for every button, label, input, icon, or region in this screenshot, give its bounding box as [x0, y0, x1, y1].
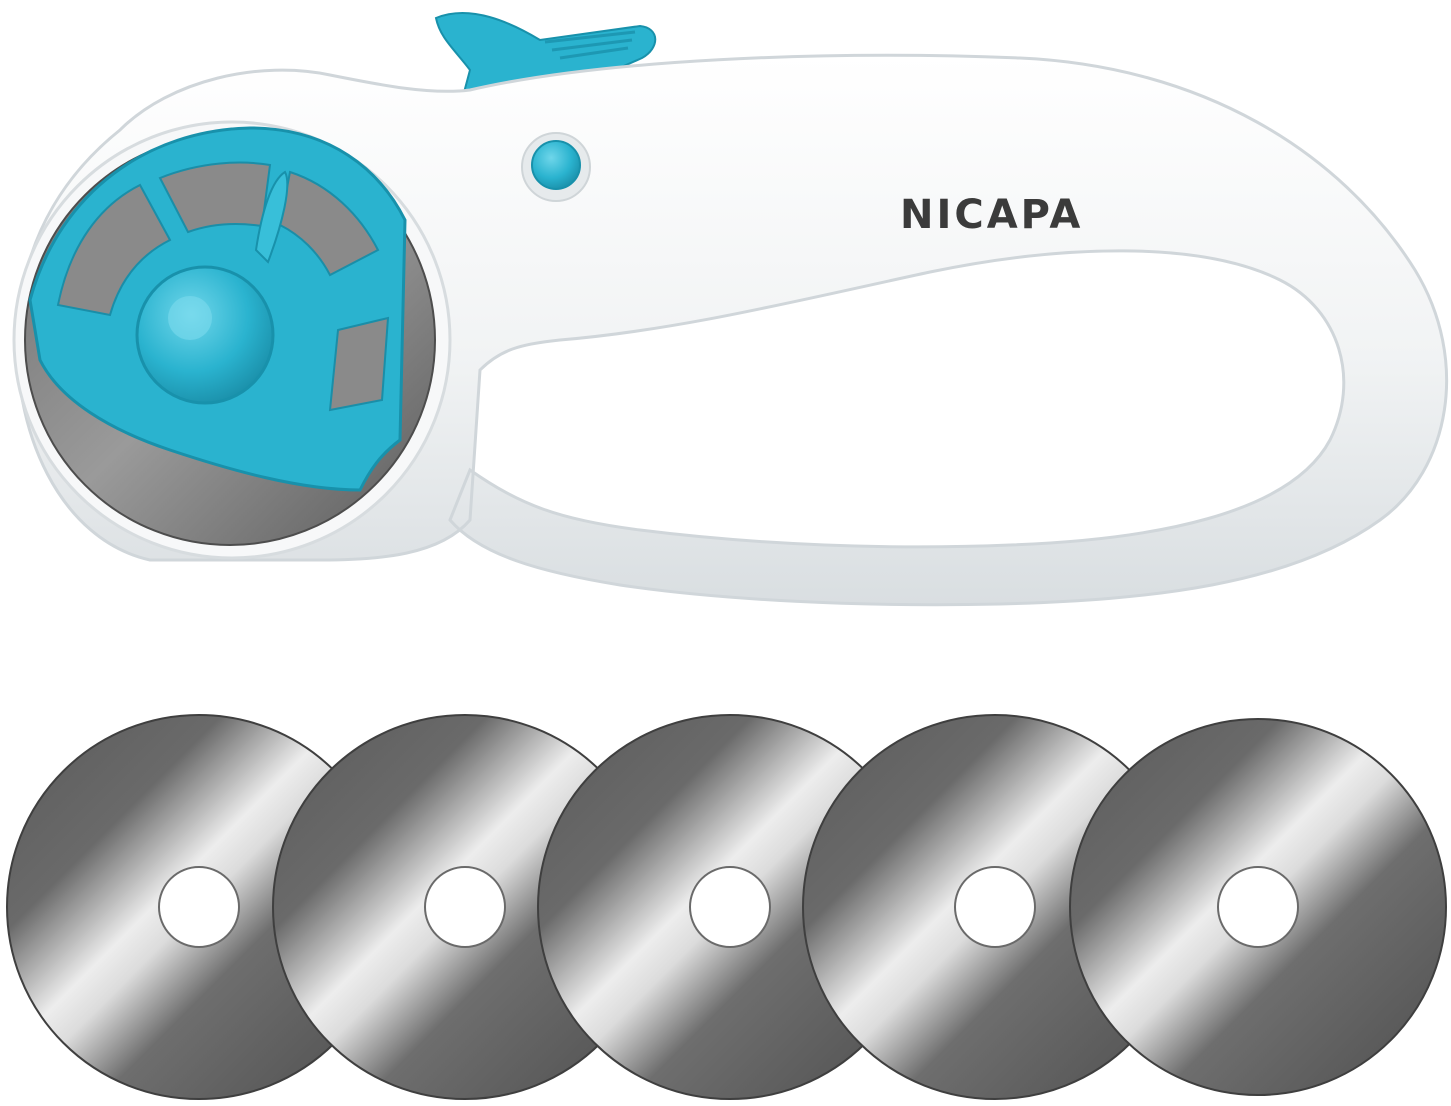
safety-lever-grip	[544, 30, 636, 60]
blade-center-hole	[424, 866, 506, 948]
spare-blade-4	[802, 714, 1188, 1100]
center-knob	[135, 265, 275, 405]
brand-logo: NICAPA	[900, 192, 1083, 238]
guard-window	[158, 161, 272, 234]
center-knob-highlight	[168, 296, 212, 340]
spare-blade-1	[6, 714, 392, 1100]
spare-blades	[6, 714, 1447, 1100]
blade-center-hole	[689, 866, 771, 948]
blade-center-hole	[954, 866, 1036, 948]
release-button-cap	[531, 140, 581, 190]
blade-center-hole	[158, 866, 240, 948]
blade-center-hole	[1217, 866, 1299, 948]
guard-window	[278, 170, 380, 277]
spare-blade-2	[272, 714, 658, 1100]
spare-blade-5	[1069, 718, 1447, 1096]
rotary-cutter: NICAPA	[12, 12, 1449, 607]
spare-blade-3	[537, 714, 923, 1100]
guard-window	[56, 183, 172, 317]
guard-slide-nub	[254, 170, 289, 264]
guard-window	[328, 316, 390, 412]
